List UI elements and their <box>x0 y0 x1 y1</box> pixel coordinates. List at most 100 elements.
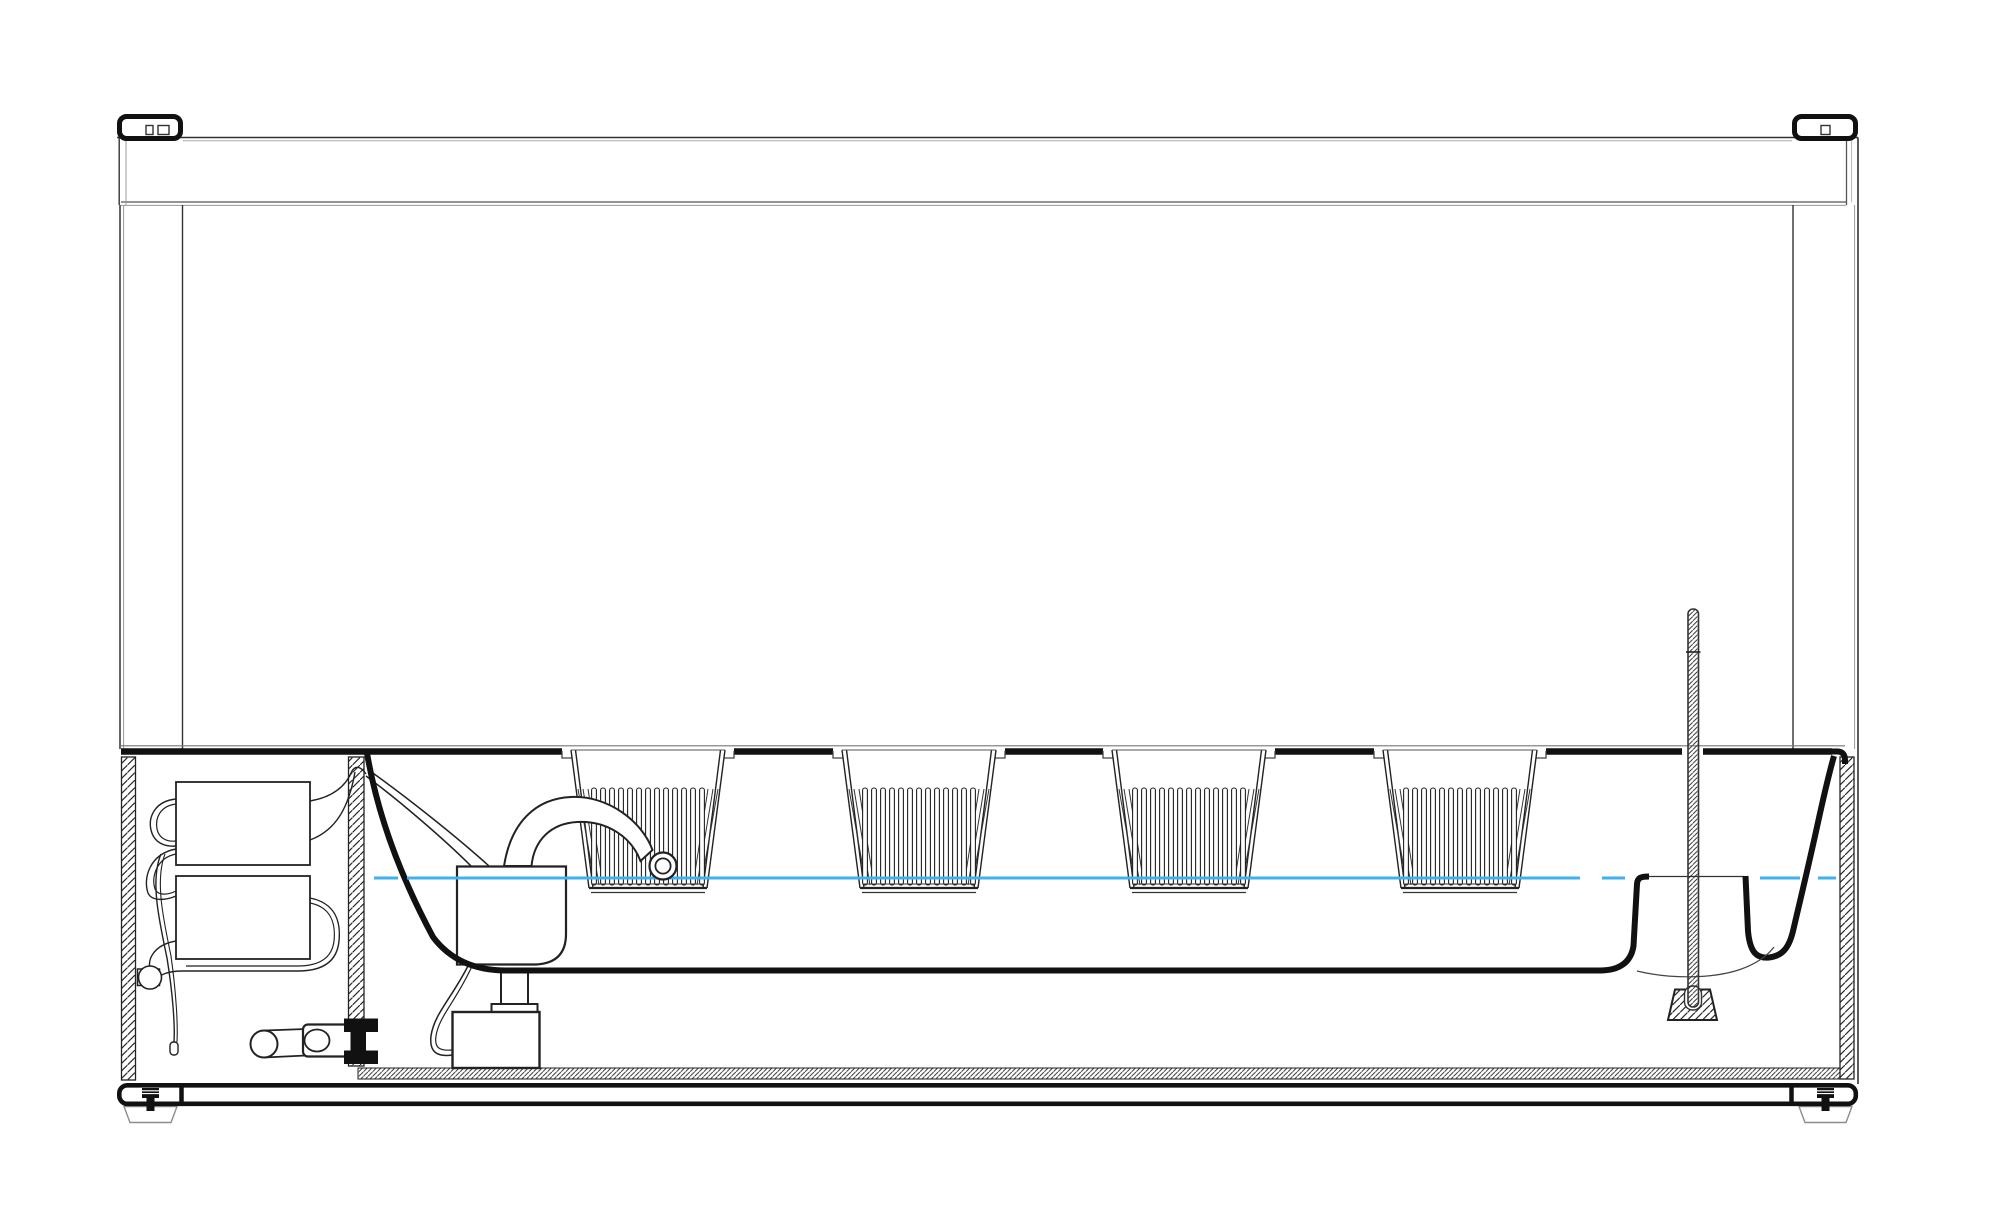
pot-wall <box>702 749 722 889</box>
pot-wall <box>1243 749 1263 889</box>
leveling-feet <box>122 1105 1854 1124</box>
pot-slat <box>1484 787 1490 886</box>
pot-slat <box>1439 787 1445 886</box>
pot-slat <box>1204 787 1210 886</box>
drain-pipe-bottom <box>263 1054 307 1059</box>
pot-slat <box>1132 787 1138 886</box>
wire-over-divider <box>309 771 356 841</box>
pot-slat <box>1421 787 1427 886</box>
pot-slat <box>1231 787 1237 886</box>
pot-wall <box>977 749 997 889</box>
pot-slat <box>907 787 913 886</box>
pot-slat <box>1502 787 1508 886</box>
foot-screws <box>142 1088 1834 1111</box>
pot-wall <box>1247 749 1267 889</box>
divider-wall-section <box>347 756 365 1067</box>
pot-wall <box>1518 749 1538 889</box>
pot-slat <box>1141 787 1147 886</box>
foot-screw-shaft <box>1821 1098 1830 1111</box>
foot-screw-cap <box>1817 1088 1834 1098</box>
pipe-fitting-body <box>350 1032 366 1051</box>
tub-wall-right <box>1742 755 1837 961</box>
hood-clips <box>117 114 1858 141</box>
pot-slat <box>916 787 922 886</box>
nutrient-reservoir <box>364 752 1837 978</box>
pot-slat <box>952 787 958 886</box>
wire-loop <box>153 853 177 895</box>
pot-slat <box>1177 787 1183 886</box>
pot-slat <box>1466 787 1472 886</box>
light-hood <box>117 136 1858 206</box>
pot-slat <box>925 787 931 886</box>
seed-pod-basket <box>832 749 1006 894</box>
pot-wall <box>1514 749 1534 889</box>
base-assembly <box>117 1083 1859 1124</box>
pot-slat <box>889 787 895 886</box>
wire-loop <box>156 897 341 981</box>
pot-slat <box>1186 787 1192 886</box>
power-adapter-lower <box>175 875 311 960</box>
pot-slat <box>1493 787 1499 886</box>
pot-slat <box>934 787 940 886</box>
pot-rim-notch <box>995 751 1006 759</box>
seed-pod-basket <box>1373 749 1547 894</box>
pot-rim-notch <box>1102 751 1113 759</box>
electronics-compartment <box>136 766 378 1064</box>
wire-loop <box>186 902 335 967</box>
pot-slat <box>1240 787 1246 886</box>
pump-power-cord <box>430 963 470 1057</box>
pot-slat <box>690 787 696 886</box>
leveling-foot <box>122 1105 179 1124</box>
spout-tube-band <box>502 795 654 867</box>
pot-slat <box>609 787 615 886</box>
pot-slat <box>961 787 967 886</box>
pot-rim-notch <box>724 751 735 759</box>
floor-plate-section <box>357 1067 1841 1080</box>
deck-right-hook <box>1832 748 1848 764</box>
pot-slat <box>898 787 904 886</box>
pot-slat <box>1457 787 1463 886</box>
pot-rim-notch <box>561 751 572 759</box>
pot-slat <box>1195 787 1201 886</box>
grow-deck <box>121 745 1848 764</box>
pot-wall <box>1386 749 1406 889</box>
pot-slat <box>871 787 877 886</box>
drain-pipe-end <box>249 1029 279 1059</box>
pot-slat <box>1168 787 1174 886</box>
pot-slat <box>1159 787 1165 886</box>
pot-slat <box>1448 787 1454 886</box>
hanging-cable-double <box>159 853 178 1043</box>
pot-slat <box>1150 787 1156 886</box>
pot-wall <box>1111 749 1131 889</box>
pot-slat <box>862 787 868 886</box>
pot-wall <box>1115 749 1135 889</box>
tub-wall-left-and-bottom <box>364 752 1650 974</box>
pot-wall <box>841 749 861 889</box>
spout-outlet-bore <box>654 857 672 875</box>
spout-outlet <box>648 851 678 881</box>
wire-over-divider <box>309 766 367 802</box>
seed-pod-basket <box>1102 749 1276 894</box>
pot-wall <box>845 749 865 889</box>
float-indicator-rod <box>1687 608 1700 1008</box>
clip-notch <box>1820 124 1831 136</box>
clip-notch <box>145 124 154 136</box>
wire-loop <box>145 848 177 901</box>
drain-pipe-top <box>263 1028 307 1032</box>
pot-rim-notch <box>1536 751 1547 759</box>
pot-slat <box>1403 787 1409 886</box>
pot-rim-notch <box>1373 751 1384 759</box>
tub-bottom-far-edge <box>1636 946 1775 978</box>
pot-wall <box>973 749 993 889</box>
pot-slat <box>1475 787 1481 886</box>
pump-feed-tube-double <box>369 770 490 867</box>
base-bar <box>117 1083 1859 1107</box>
pot-slat <box>1222 787 1228 886</box>
pot-slat <box>681 787 687 886</box>
leveling-foot <box>1797 1105 1854 1124</box>
wall-connector-ring <box>137 965 163 990</box>
pot-slat <box>699 787 705 886</box>
wire-loop <box>149 798 177 847</box>
pump-spout-tube <box>502 795 654 867</box>
